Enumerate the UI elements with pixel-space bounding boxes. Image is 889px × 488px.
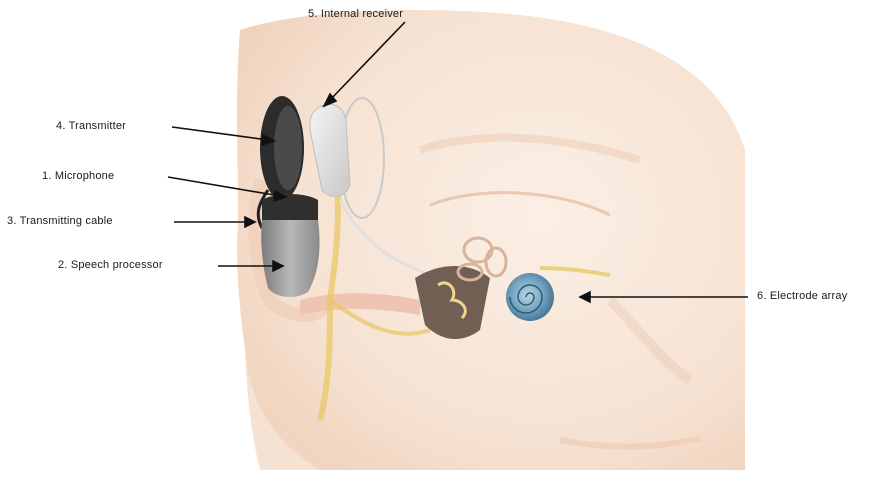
label-speech-processor: 2. Speech processor bbox=[58, 259, 163, 271]
speech-processor-body bbox=[261, 220, 319, 297]
label-electrode-array: 6. Electrode array bbox=[757, 290, 847, 302]
microphone-cap bbox=[262, 194, 318, 222]
label-microphone: 1. Microphone bbox=[42, 170, 114, 182]
transmitter-face bbox=[274, 106, 302, 190]
label-transmitter: 4. Transmitter bbox=[56, 120, 126, 132]
label-internal-receiver: 5. Internal receiver bbox=[308, 8, 403, 20]
cochlea bbox=[506, 273, 554, 321]
label-transmitting-cable: 3. Transmitting cable bbox=[7, 215, 113, 227]
